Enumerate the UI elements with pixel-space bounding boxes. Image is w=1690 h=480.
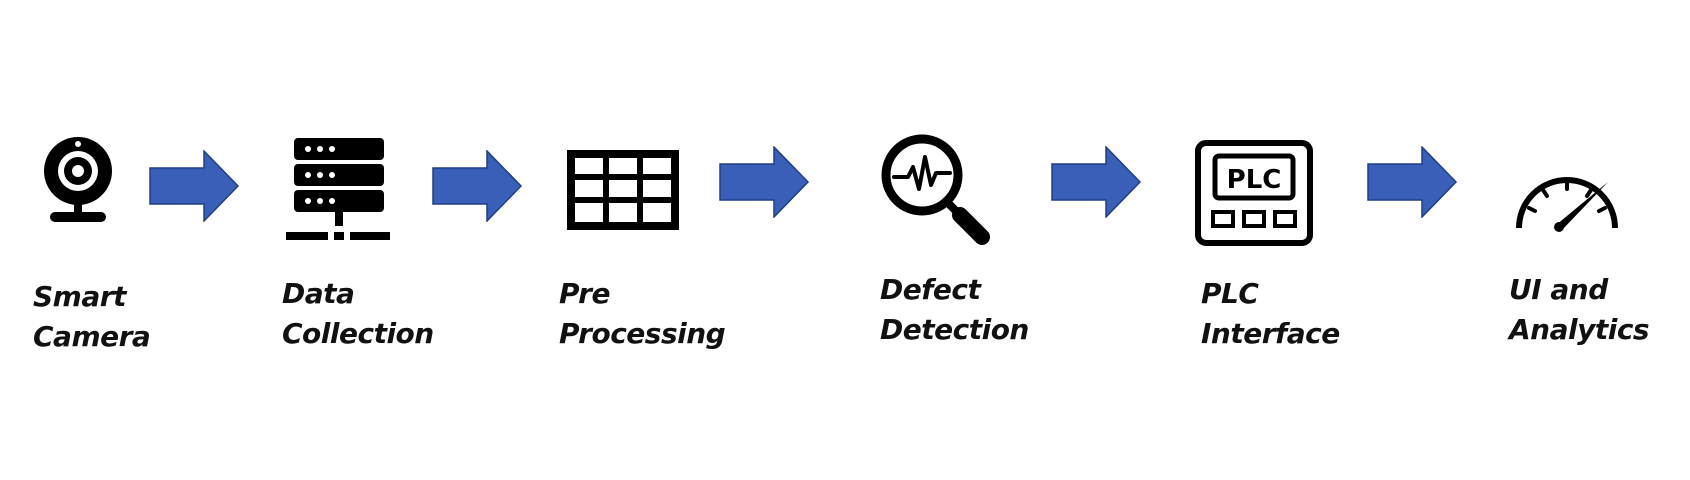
speedometer-gauge-icon — [1512, 168, 1622, 232]
step-label-line1: Defect — [880, 273, 981, 306]
step-label-line1: Pre — [559, 277, 610, 310]
step-label-plc-interface: PLC Interface — [1201, 274, 1340, 354]
step-label-line2: Processing — [559, 317, 726, 350]
webcam-icon — [40, 136, 116, 226]
step-label-line1: UI and — [1509, 273, 1608, 306]
flow-arrow-3 — [718, 146, 810, 218]
step-label-line1: Smart — [33, 280, 126, 313]
step-label-line1: Data — [282, 277, 355, 310]
step-label-smart-camera: Smart Camera — [33, 277, 151, 357]
step-label-line2: Analytics — [1509, 313, 1650, 346]
step-label-line1: PLC — [1201, 277, 1259, 310]
flow-arrow-5 — [1366, 146, 1458, 218]
flow-arrow-1 — [148, 150, 240, 222]
step-label-ui-analytics: UI and Analytics — [1509, 270, 1650, 350]
magnifier-waveform-icon — [880, 133, 996, 247]
plc-icon-text: PLC — [1227, 165, 1282, 195]
step-label-line2: Camera — [33, 320, 151, 353]
step-label-line2: Interface — [1201, 317, 1340, 350]
step-label-line2: Detection — [880, 313, 1029, 346]
step-label-data-collection: Data Collection — [282, 274, 434, 354]
step-label-line2: Collection — [282, 317, 434, 350]
server-rack-icon — [286, 136, 390, 242]
flow-arrow-4 — [1050, 146, 1142, 218]
plc-panel-icon: PLC — [1195, 140, 1313, 246]
step-label-defect-detection: Defect Detection — [880, 270, 1029, 350]
step-label-pre-processing: Pre Processing — [559, 274, 726, 354]
grid-table-icon — [567, 150, 679, 230]
flow-arrow-2 — [431, 150, 523, 222]
